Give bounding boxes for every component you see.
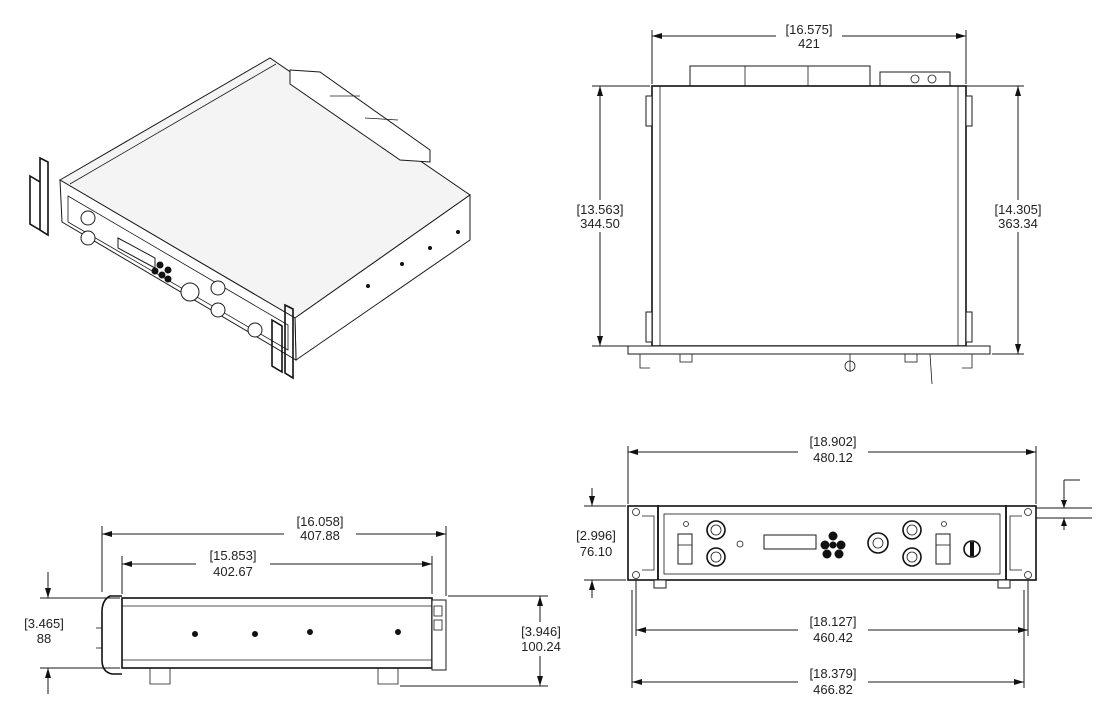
- side-body-length-inch: [15.853]: [210, 548, 257, 563]
- top-view-body: [651, 85, 967, 347]
- iso-keypad: [151, 261, 172, 283]
- front-width-mm: 480.12: [813, 450, 853, 465]
- side-height-right-mm: 100.24: [521, 639, 561, 654]
- front-bnc: [867, 532, 889, 554]
- top-view: [16.575] 421 [13.563] 344.50 [14.305] 36…: [570, 22, 1048, 385]
- side-length-inch: [16.058]: [297, 514, 344, 529]
- front-key-switch: [963, 540, 981, 558]
- top-depth-left-inch: [13.563]: [577, 202, 624, 217]
- front-display: [763, 534, 817, 550]
- front-holes-inch: [18.127]: [810, 614, 857, 629]
- side-view-handle: [101, 595, 122, 675]
- side-length-mm: 407.88: [300, 528, 340, 543]
- top-view-front-panel: [627, 345, 991, 355]
- top-depth-right-mm: 363.34: [998, 216, 1038, 231]
- front-left-ear: [627, 505, 659, 581]
- top-width-inch: [16.575]: [786, 22, 833, 37]
- front-height-inch: [2.996]: [576, 528, 616, 543]
- side-height-left-mm: 88: [37, 631, 51, 646]
- top-depth-right-inch: [14.305]: [995, 202, 1042, 217]
- side-body-length-mm: 402.67: [213, 564, 253, 579]
- iso-front-panel: [59, 179, 297, 361]
- iso-left-handle: [29, 156, 49, 237]
- front-panel: [657, 505, 1007, 581]
- iso-connector: [80, 210, 96, 226]
- side-height-left-inch: [3.465]: [24, 616, 64, 631]
- front-handles-mm: 466.82: [813, 682, 853, 697]
- front-left-switch: [677, 533, 693, 565]
- isometric-view: [29, 57, 471, 380]
- top-width-mm: 421: [798, 36, 820, 51]
- iso-rear-connectors: [289, 69, 431, 163]
- front-height-mm: 76.10: [580, 544, 613, 559]
- front-keypad: [820, 531, 846, 559]
- front-right-ear: [1005, 505, 1037, 581]
- top-depth-left-mm: 344.50: [580, 216, 620, 231]
- side-height-right-inch: [3.946]: [521, 624, 561, 639]
- front-connector: [706, 520, 726, 540]
- side-view-body: [121, 597, 433, 669]
- side-view: [16.058] 407.88 [15.853] 402.67 [3.465] …: [18, 512, 572, 694]
- front-width-inch: [18.902]: [810, 434, 857, 449]
- front-view: [18.902] 480.12 [2.996] 76.10 [18.127] 4…: [570, 432, 1092, 702]
- front-right-switch: [935, 533, 951, 565]
- front-holes-mm: 460.42: [813, 630, 853, 645]
- front-handles-inch: [18.379]: [810, 666, 857, 681]
- iso-right-handle: [271, 303, 294, 380]
